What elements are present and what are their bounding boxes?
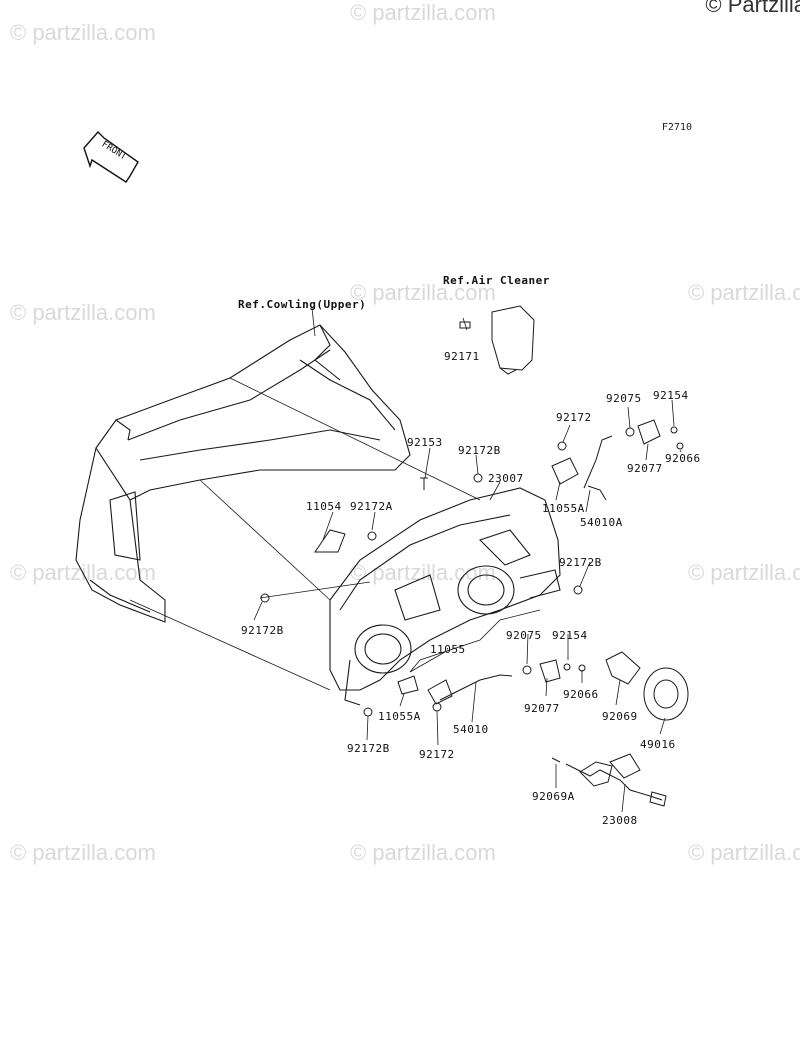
part-callout[interactable]: 92172B bbox=[559, 556, 602, 569]
harness-shape bbox=[551, 753, 667, 807]
part-callout[interactable]: 54010 bbox=[453, 723, 489, 736]
part-callout[interactable]: 92172 bbox=[419, 748, 455, 761]
part-callout[interactable]: 23007 bbox=[488, 472, 524, 485]
bulb-wire-shapes bbox=[427, 419, 661, 705]
part-callout[interactable]: 92066 bbox=[563, 688, 599, 701]
watermark: © partzilla.com bbox=[10, 840, 156, 865]
ref-cowling-label: Ref.Cowling(Upper) bbox=[238, 298, 367, 311]
copyright-text: © Partzilla bbox=[705, 0, 800, 17]
part-callout[interactable]: 23008 bbox=[602, 814, 638, 827]
front-arrow-icon: FRONT bbox=[83, 130, 139, 183]
air-cleaner-shape bbox=[459, 305, 535, 375]
watermark: © partzilla.com bbox=[688, 280, 800, 305]
cowling-shape bbox=[75, 324, 411, 623]
watermark: © partzilla.com bbox=[350, 840, 496, 865]
watermark: © partzilla.com bbox=[10, 20, 156, 45]
part-callout[interactable]: 92172A bbox=[350, 500, 393, 513]
part-callout[interactable]: 11055A bbox=[378, 710, 421, 723]
watermark: © partzilla.com bbox=[10, 300, 156, 325]
part-callout[interactable]: 92075 bbox=[506, 629, 542, 642]
bulb-and-lamp-shapes bbox=[605, 651, 689, 721]
part-callout[interactable]: 92069 bbox=[602, 710, 638, 723]
part-callout[interactable]: 92172 bbox=[556, 411, 592, 424]
watermark: © partzilla.com bbox=[688, 560, 800, 585]
part-callout[interactable]: 92075 bbox=[606, 392, 642, 405]
part-callout[interactable]: 92172B bbox=[458, 444, 501, 457]
bracket-shape bbox=[314, 529, 346, 553]
part-callout[interactable]: 92069A bbox=[532, 790, 575, 803]
part-callout[interactable]: 11054 bbox=[306, 500, 342, 513]
part-callout[interactable]: 11055A bbox=[542, 502, 585, 515]
watermark: © partzilla.com bbox=[350, 280, 496, 305]
part-callout[interactable]: 11055 bbox=[430, 643, 466, 656]
leader-lines bbox=[129, 307, 682, 813]
part-callout[interactable]: 54010A bbox=[580, 516, 623, 529]
part-callout[interactable]: 92077 bbox=[627, 462, 663, 475]
part-callout[interactable]: 49016 bbox=[640, 738, 676, 751]
part-callout[interactable]: 92066 bbox=[665, 452, 701, 465]
part-callout[interactable]: 92077 bbox=[524, 702, 560, 715]
bulb-socket-shapes bbox=[397, 457, 579, 695]
watermark: © partzilla.com bbox=[350, 0, 496, 25]
ref-air-cleaner-label: Ref.Air Cleaner bbox=[443, 274, 550, 287]
part-callout[interactable]: 92172B bbox=[347, 742, 390, 755]
part-callout[interactable]: 92172B bbox=[241, 624, 284, 637]
part-callout[interactable]: 92154 bbox=[653, 389, 689, 402]
part-callout[interactable]: 92153 bbox=[407, 436, 443, 449]
headlight-housing bbox=[329, 487, 561, 706]
part-callout[interactable]: 92154 bbox=[552, 629, 588, 642]
part-callout[interactable]: 92171 bbox=[444, 350, 480, 363]
watermark: © partzilla.com bbox=[688, 840, 800, 865]
figure-code: F2710 bbox=[661, 122, 692, 133]
